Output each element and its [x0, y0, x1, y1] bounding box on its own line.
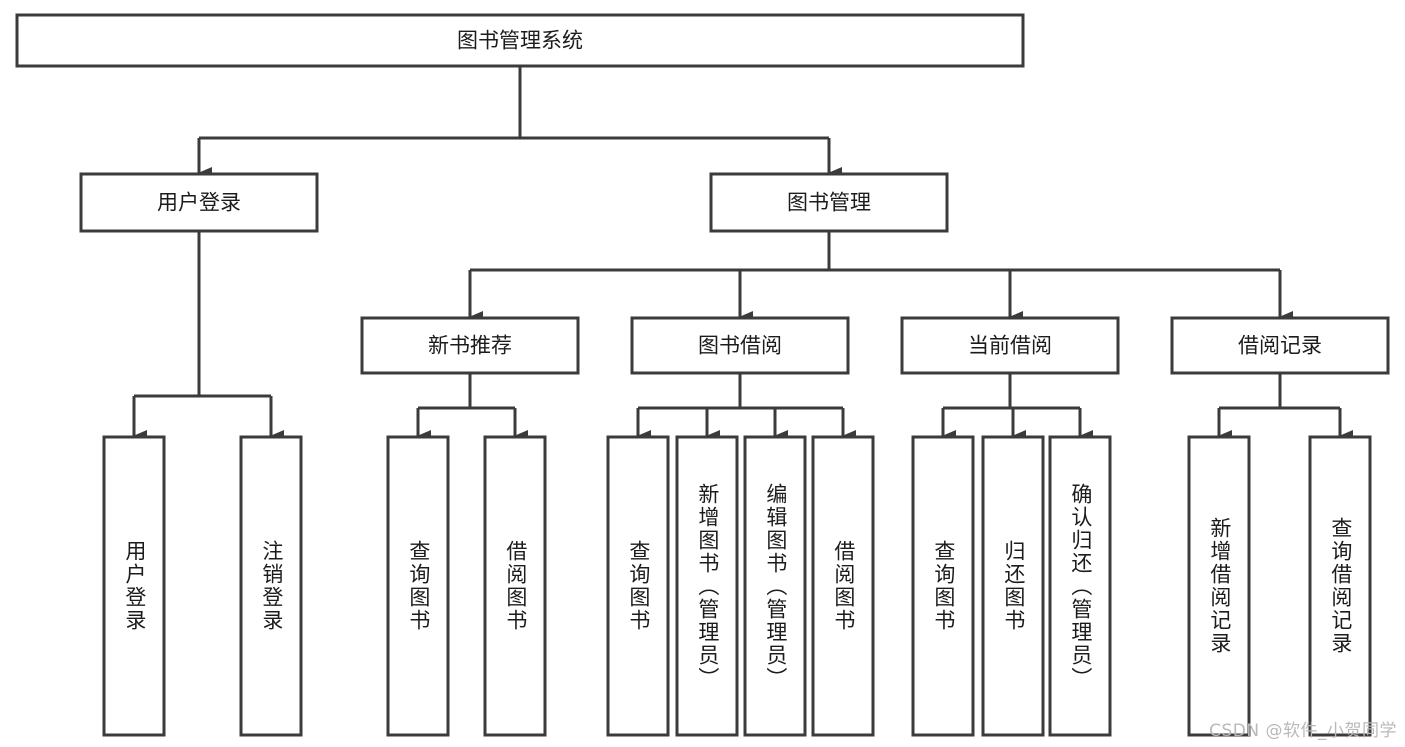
node-user-login[interactable] [79, 172, 319, 233]
node-root[interactable] [15, 13, 1025, 68]
node-new-book-recommend-label: 新书推荐 [428, 334, 512, 358]
watermark-text: CSDN @软件_小贺同学 [1209, 721, 1397, 741]
node-leaf-edit-book[interactable] [743, 435, 807, 737]
node-leaf-user-login[interactable] [102, 435, 166, 737]
connector-layer [132, 66, 1353, 442]
node-leaf-query-book-borrow[interactable] [606, 435, 670, 737]
node-leaf-add-borrow-record[interactable] [1187, 435, 1251, 737]
node-book-borrow-label: 图书借阅 [698, 334, 782, 358]
node-current-borrow-label: 当前借阅 [968, 334, 1052, 358]
node-leaf-query-book-recommend[interactable] [386, 435, 450, 737]
node-root-label: 图书管理系统 [457, 29, 583, 53]
node-book-manage[interactable] [709, 172, 949, 233]
node-leaf-query-borrow-record[interactable] [1308, 435, 1372, 737]
node-user-login-label: 用户登录 [157, 191, 241, 215]
node-leaf-borrow-book-recommend[interactable] [483, 435, 547, 737]
node-book-borrow[interactable] [630, 316, 850, 375]
node-borrow-record[interactable] [1170, 316, 1390, 375]
node-leaf-query-book-current[interactable] [911, 435, 975, 737]
node-new-book-recommend[interactable] [360, 316, 580, 375]
node-leaf-borrow-book[interactable] [811, 435, 875, 737]
node-leaf-confirm-return[interactable] [1048, 435, 1112, 737]
node-borrow-record-label: 借阅记录 [1238, 334, 1322, 358]
node-book-manage-label: 图书管理 [787, 191, 871, 215]
node-current-borrow[interactable] [900, 316, 1120, 375]
node-leaf-return-book[interactable] [981, 435, 1045, 737]
node-leaf-logout[interactable] [239, 435, 303, 737]
node-leaf-add-book[interactable] [675, 435, 739, 737]
